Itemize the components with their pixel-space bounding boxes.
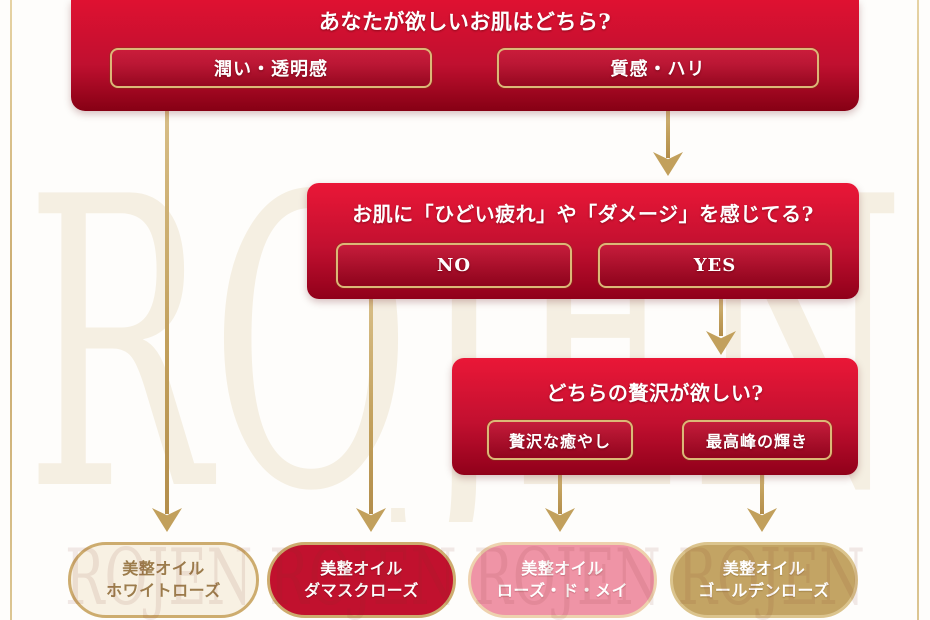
- option-no[interactable]: NO: [336, 243, 572, 288]
- arrow-yes-to-question3: [719, 290, 723, 336]
- arrow-moisture-to-white-rose: [165, 90, 169, 514]
- result-brand-line: 美整オイル: [320, 559, 403, 579]
- option-supreme-radiance[interactable]: 最高峰の輝き: [682, 420, 832, 460]
- option-moisture-clarity[interactable]: 潤い・透明感: [110, 48, 432, 88]
- result-oil-rose-de-mai[interactable]: 美整オイル ローズ・ド・メイ: [468, 542, 657, 618]
- result-brand-line: 美整オイル: [521, 559, 604, 579]
- question-box-which-luxury: どちらの贅沢が欲しい? 贅沢な癒やし 最高峰の輝き: [452, 358, 858, 475]
- result-brand-line: 美整オイル: [122, 559, 205, 579]
- result-oil-damask-rose[interactable]: 美整オイル ダマスクローズ: [267, 542, 456, 618]
- question-2-text: お肌に「ひどい疲れ」や「ダメージ」を感じてる?: [352, 202, 814, 226]
- arrow-healing-to-rose-de-mai: [558, 460, 562, 514]
- result-product-line: ホワイトローズ: [106, 581, 221, 600]
- result-oil-golden-rose[interactable]: 美整オイル ゴールデンローズ: [670, 542, 858, 618]
- result-product-line: ローズ・ド・メイ: [496, 581, 629, 600]
- result-oil-white-rose[interactable]: 美整オイル ホワイトローズ: [68, 542, 259, 618]
- option-luxurious-healing[interactable]: 贅沢な癒やし: [487, 420, 633, 460]
- arrow-radiance-to-golden-rose: [760, 460, 764, 514]
- question-3-text: どちらの贅沢が欲しい?: [546, 381, 764, 405]
- arrow-texture-to-question2: [666, 98, 670, 158]
- right-frame-line: [917, 0, 919, 620]
- arrow-no-to-damask-rose: [369, 290, 373, 514]
- result-product-line: ゴールデンローズ: [698, 581, 830, 600]
- question-box-fatigue-damage: お肌に「ひどい疲れ」や「ダメージ」を感じてる? NO YES: [307, 183, 859, 299]
- question-1-text: あなたが欲しいお肌はどちら?: [318, 9, 612, 34]
- question-box-desired-skin: あなたが欲しいお肌はどちら? 潤い・透明感 質感・ハリ: [71, 0, 859, 111]
- result-brand-line: 美整オイル: [722, 559, 806, 579]
- option-texture-firmness[interactable]: 質感・ハリ: [497, 48, 819, 88]
- option-yes[interactable]: YES: [598, 243, 832, 288]
- left-frame-line: [10, 0, 12, 620]
- result-product-line: ダマスクローズ: [304, 581, 419, 600]
